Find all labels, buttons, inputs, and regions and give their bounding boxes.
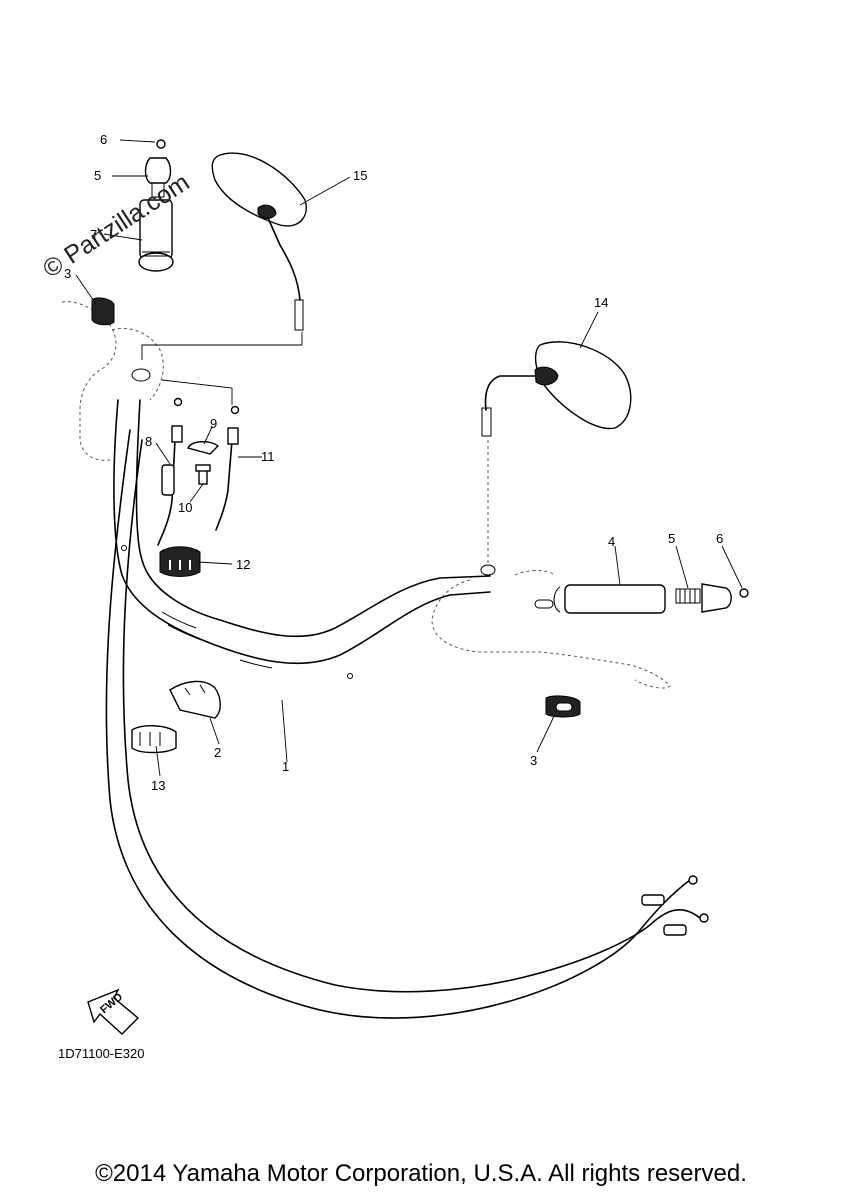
leader-lines xyxy=(75,139,743,777)
mirror-left[interactable] xyxy=(211,152,307,331)
callout-6-left: 6 xyxy=(100,132,107,147)
screw-10[interactable] xyxy=(195,464,211,485)
washer-9[interactable] xyxy=(186,441,220,455)
callout-1: 1 xyxy=(282,759,289,774)
callouts: 6 5 7 3 15 14 8 9 10 11 12 2 1 13 4 5 6 … xyxy=(64,132,723,793)
callout-9: 9 xyxy=(210,416,217,431)
callout-3-left: 3 xyxy=(64,266,71,281)
callout-14: 14 xyxy=(594,295,608,310)
handlebar[interactable] xyxy=(113,368,496,679)
left-grip[interactable] xyxy=(138,199,174,272)
callout-12: 12 xyxy=(236,557,250,572)
bar-end-right[interactable] xyxy=(675,583,749,613)
diagram-code: 1D71100-E320 xyxy=(58,1046,145,1061)
callout-13: 13 xyxy=(151,778,165,793)
callout-15: 15 xyxy=(353,168,367,183)
copyright-notice: ©2014 Yamaha Motor Corporation, U.S.A. A… xyxy=(95,1160,747,1187)
bar-end-left[interactable] xyxy=(144,139,172,198)
clamp-right[interactable] xyxy=(545,695,581,718)
callout-10: 10 xyxy=(178,500,192,515)
bracket-2[interactable] xyxy=(169,680,221,719)
fwd-arrow: FWD xyxy=(87,988,140,1035)
callout-11: 11 xyxy=(261,449,275,464)
callout-3-right: 3 xyxy=(530,753,537,768)
left-lever-ghost xyxy=(61,301,164,461)
right-grip[interactable] xyxy=(534,584,666,614)
throttle-cables[interactable] xyxy=(105,397,709,1019)
cable-holder-12[interactable] xyxy=(159,546,201,577)
callout-4: 4 xyxy=(608,534,615,549)
callout-6-right: 6 xyxy=(716,531,723,546)
right-lever-ghost xyxy=(431,570,671,689)
callout-5-right: 5 xyxy=(668,531,675,546)
cable-holder-13[interactable] xyxy=(131,725,177,754)
callout-8: 8 xyxy=(145,434,152,449)
mirror-right[interactable] xyxy=(481,341,632,565)
callout-5-left: 5 xyxy=(94,168,101,183)
callout-2: 2 xyxy=(214,745,221,760)
clamp-left[interactable] xyxy=(91,297,115,326)
callout-7: 7 xyxy=(90,227,97,242)
